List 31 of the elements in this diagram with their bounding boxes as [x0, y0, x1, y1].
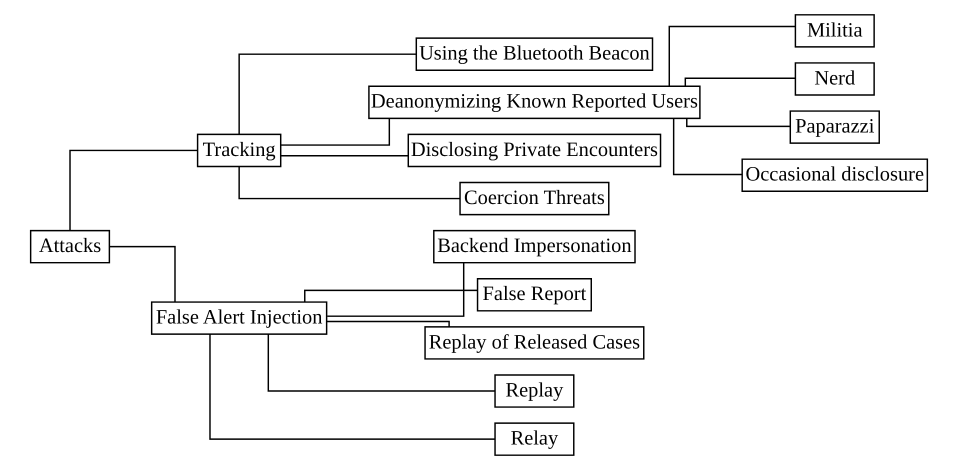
connector	[686, 118, 790, 127]
node-box: Replay	[494, 374, 574, 408]
node-box: Tracking	[196, 133, 282, 167]
connector	[238, 166, 460, 199]
connector	[672, 118, 742, 175]
node-box: Deanonymizing Known Reported Users	[368, 85, 701, 119]
connector	[69, 149, 198, 230]
node-box: Occasional disclosure	[741, 158, 928, 192]
node-box: Paparazzi	[790, 110, 880, 144]
node-box: Militia	[794, 14, 875, 48]
node-box: Using the Bluetooth Beacon	[416, 36, 654, 70]
node-box: False Report	[476, 278, 592, 312]
node-box: Replay of Released Cases	[424, 326, 644, 360]
node-box: Coercion Threats	[459, 181, 610, 215]
connector	[684, 77, 796, 86]
connector	[238, 52, 416, 134]
connector	[280, 118, 390, 146]
connector	[209, 334, 495, 440]
connector	[668, 25, 796, 86]
connector	[268, 334, 495, 392]
connector	[326, 320, 450, 326]
connector	[110, 245, 176, 302]
connector	[327, 262, 464, 316]
connector	[304, 289, 478, 302]
node-box: Relay	[494, 422, 574, 456]
connector	[280, 154, 408, 156]
node-box: False Alert Injection	[150, 300, 328, 334]
node-box: Backend Impersonation	[433, 229, 636, 263]
node-box: Disclosing Private Encounters	[408, 133, 662, 167]
node-box: Attacks	[30, 229, 110, 263]
node-box: Nerd	[794, 62, 875, 96]
